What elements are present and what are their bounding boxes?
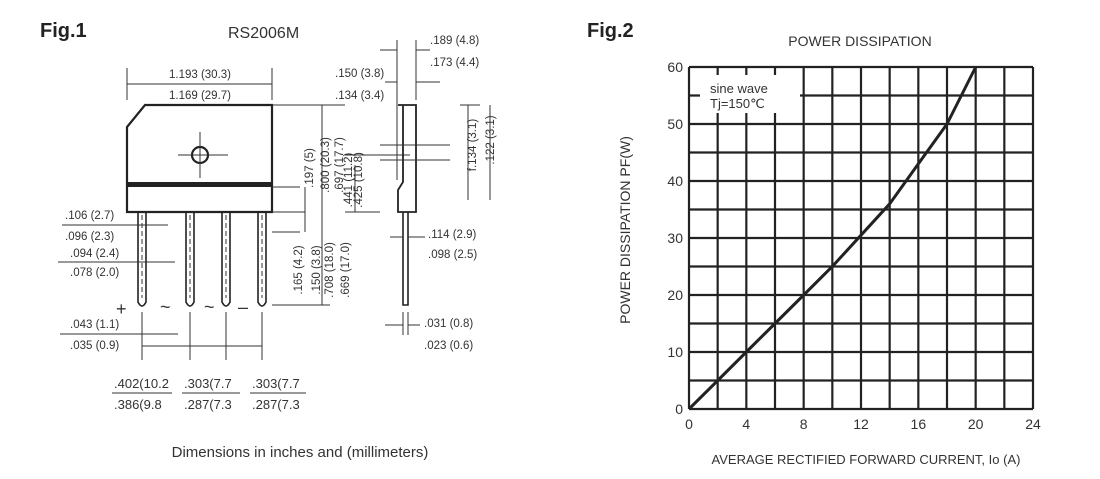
pitch1-max: .402(10.2 bbox=[114, 376, 169, 391]
part-number: RS2006M bbox=[228, 25, 299, 42]
dim-043: .043 (1.1) bbox=[70, 319, 119, 331]
dim-031: .031 (0.8) bbox=[424, 318, 473, 330]
y-tick-label: 60 bbox=[667, 59, 683, 75]
dim-106: .106 (2.7) bbox=[65, 210, 114, 222]
pitch1-min: .386(9.8 bbox=[114, 397, 162, 412]
series-line bbox=[687, 66, 978, 411]
x-tick-label: 20 bbox=[968, 416, 984, 432]
dim-thickness-min: .173 (4.4) bbox=[430, 57, 479, 69]
fig1-caption: Dimensions in inches and (millimeters) bbox=[172, 444, 429, 461]
dim-078: .078 (2.0) bbox=[70, 267, 119, 279]
pitch3-max: .303(7.7 bbox=[252, 376, 300, 391]
dim-094: .094 (2.4) bbox=[70, 248, 119, 260]
dim-425: .425 (10.8) bbox=[353, 152, 365, 208]
dim-150: .150 (3.8) bbox=[311, 245, 323, 294]
fig2-label: Fig.2 bbox=[587, 20, 634, 42]
dim-669: .669 (17.0) bbox=[340, 242, 352, 298]
x-tick-label: 8 bbox=[800, 416, 808, 432]
body-stripe bbox=[127, 182, 272, 187]
dim-tab-max: .150 (3.8) bbox=[335, 68, 384, 80]
dim-122: .122 (3.1) bbox=[485, 115, 497, 164]
dim-800: .800 (20.3) bbox=[320, 137, 332, 193]
hole-centerline bbox=[178, 132, 228, 178]
y-tick-label: 10 bbox=[667, 344, 683, 360]
y-tick-label: 40 bbox=[667, 173, 683, 189]
dim-098: .098 (2.5) bbox=[428, 249, 477, 261]
dim-width-max: 1.193 (30.3) bbox=[169, 69, 231, 81]
legend-line1: sine wave bbox=[710, 81, 768, 96]
pin-minus: – bbox=[238, 297, 248, 317]
dim-023: .023 (0.6) bbox=[424, 340, 473, 352]
y-tick-label: 30 bbox=[667, 230, 683, 246]
dim-441: .441 (11.2) bbox=[343, 152, 355, 207]
dim-697: .697 (17.7) bbox=[334, 137, 346, 193]
legend-box bbox=[700, 75, 800, 113]
fig1-label: Fig.1 bbox=[40, 20, 87, 42]
y-tick-label: 20 bbox=[667, 287, 683, 303]
dim-tab-min: .134 (3.4) bbox=[335, 90, 384, 102]
dim-165: .165 (4.2) bbox=[293, 245, 305, 294]
dim-197: .197 (5) bbox=[304, 148, 316, 188]
y-tick-label: 0 bbox=[675, 401, 683, 417]
x-tick-label: 0 bbox=[685, 416, 693, 432]
x-tick-label: 16 bbox=[911, 416, 927, 432]
legend-line2: Tj=150℃ bbox=[710, 96, 765, 111]
pin-ac2: ~ bbox=[204, 297, 215, 317]
y-tick-label: 50 bbox=[667, 116, 683, 132]
chart-title: POWER DISSIPATION bbox=[788, 33, 931, 49]
x-tick-label: 12 bbox=[853, 416, 869, 432]
pin-ac1: ~ bbox=[160, 297, 171, 317]
package-side-view bbox=[397, 104, 417, 213]
dim-035: .035 (0.9) bbox=[70, 340, 119, 352]
dim-096: .096 (2.3) bbox=[65, 231, 114, 243]
leads bbox=[137, 212, 267, 307]
pin-symbols: + ~ ~ – bbox=[116, 297, 248, 319]
x-axis-label: AVERAGE RECTIFIED FORWARD CURRENT, Io (A… bbox=[712, 452, 1021, 467]
fig2-power-dissipation-chart: Fig.2 POWER DISSIPATION sine wave Tj=150… bbox=[587, 20, 1041, 467]
dim-f134: f.134 (3.1) bbox=[467, 119, 479, 172]
dim-thickness-max: .189 (4.8) bbox=[430, 35, 479, 47]
dim-width-min: 1.169 (29.7) bbox=[169, 90, 231, 102]
package-body bbox=[125, 103, 274, 214]
y-axis-label: POWER DISSIPATION PF(W) bbox=[617, 136, 633, 324]
pitch3-min: .287(7.3 bbox=[252, 397, 300, 412]
dim-114: .114 (2.9) bbox=[428, 229, 477, 241]
pin-plus: + bbox=[116, 299, 127, 319]
dim-708: .708 (18.0) bbox=[324, 242, 336, 298]
pitch2-max: .303(7.7 bbox=[184, 376, 232, 391]
x-tick-label: 4 bbox=[742, 416, 750, 432]
pitch2-min: .287(7.3 bbox=[184, 397, 232, 412]
fig1-mechanical-drawing: Fig.1 RS2006M + ~ ~ – 1.193 (30.3) 1.169… bbox=[40, 20, 497, 461]
x-tick-label: 24 bbox=[1025, 416, 1041, 432]
